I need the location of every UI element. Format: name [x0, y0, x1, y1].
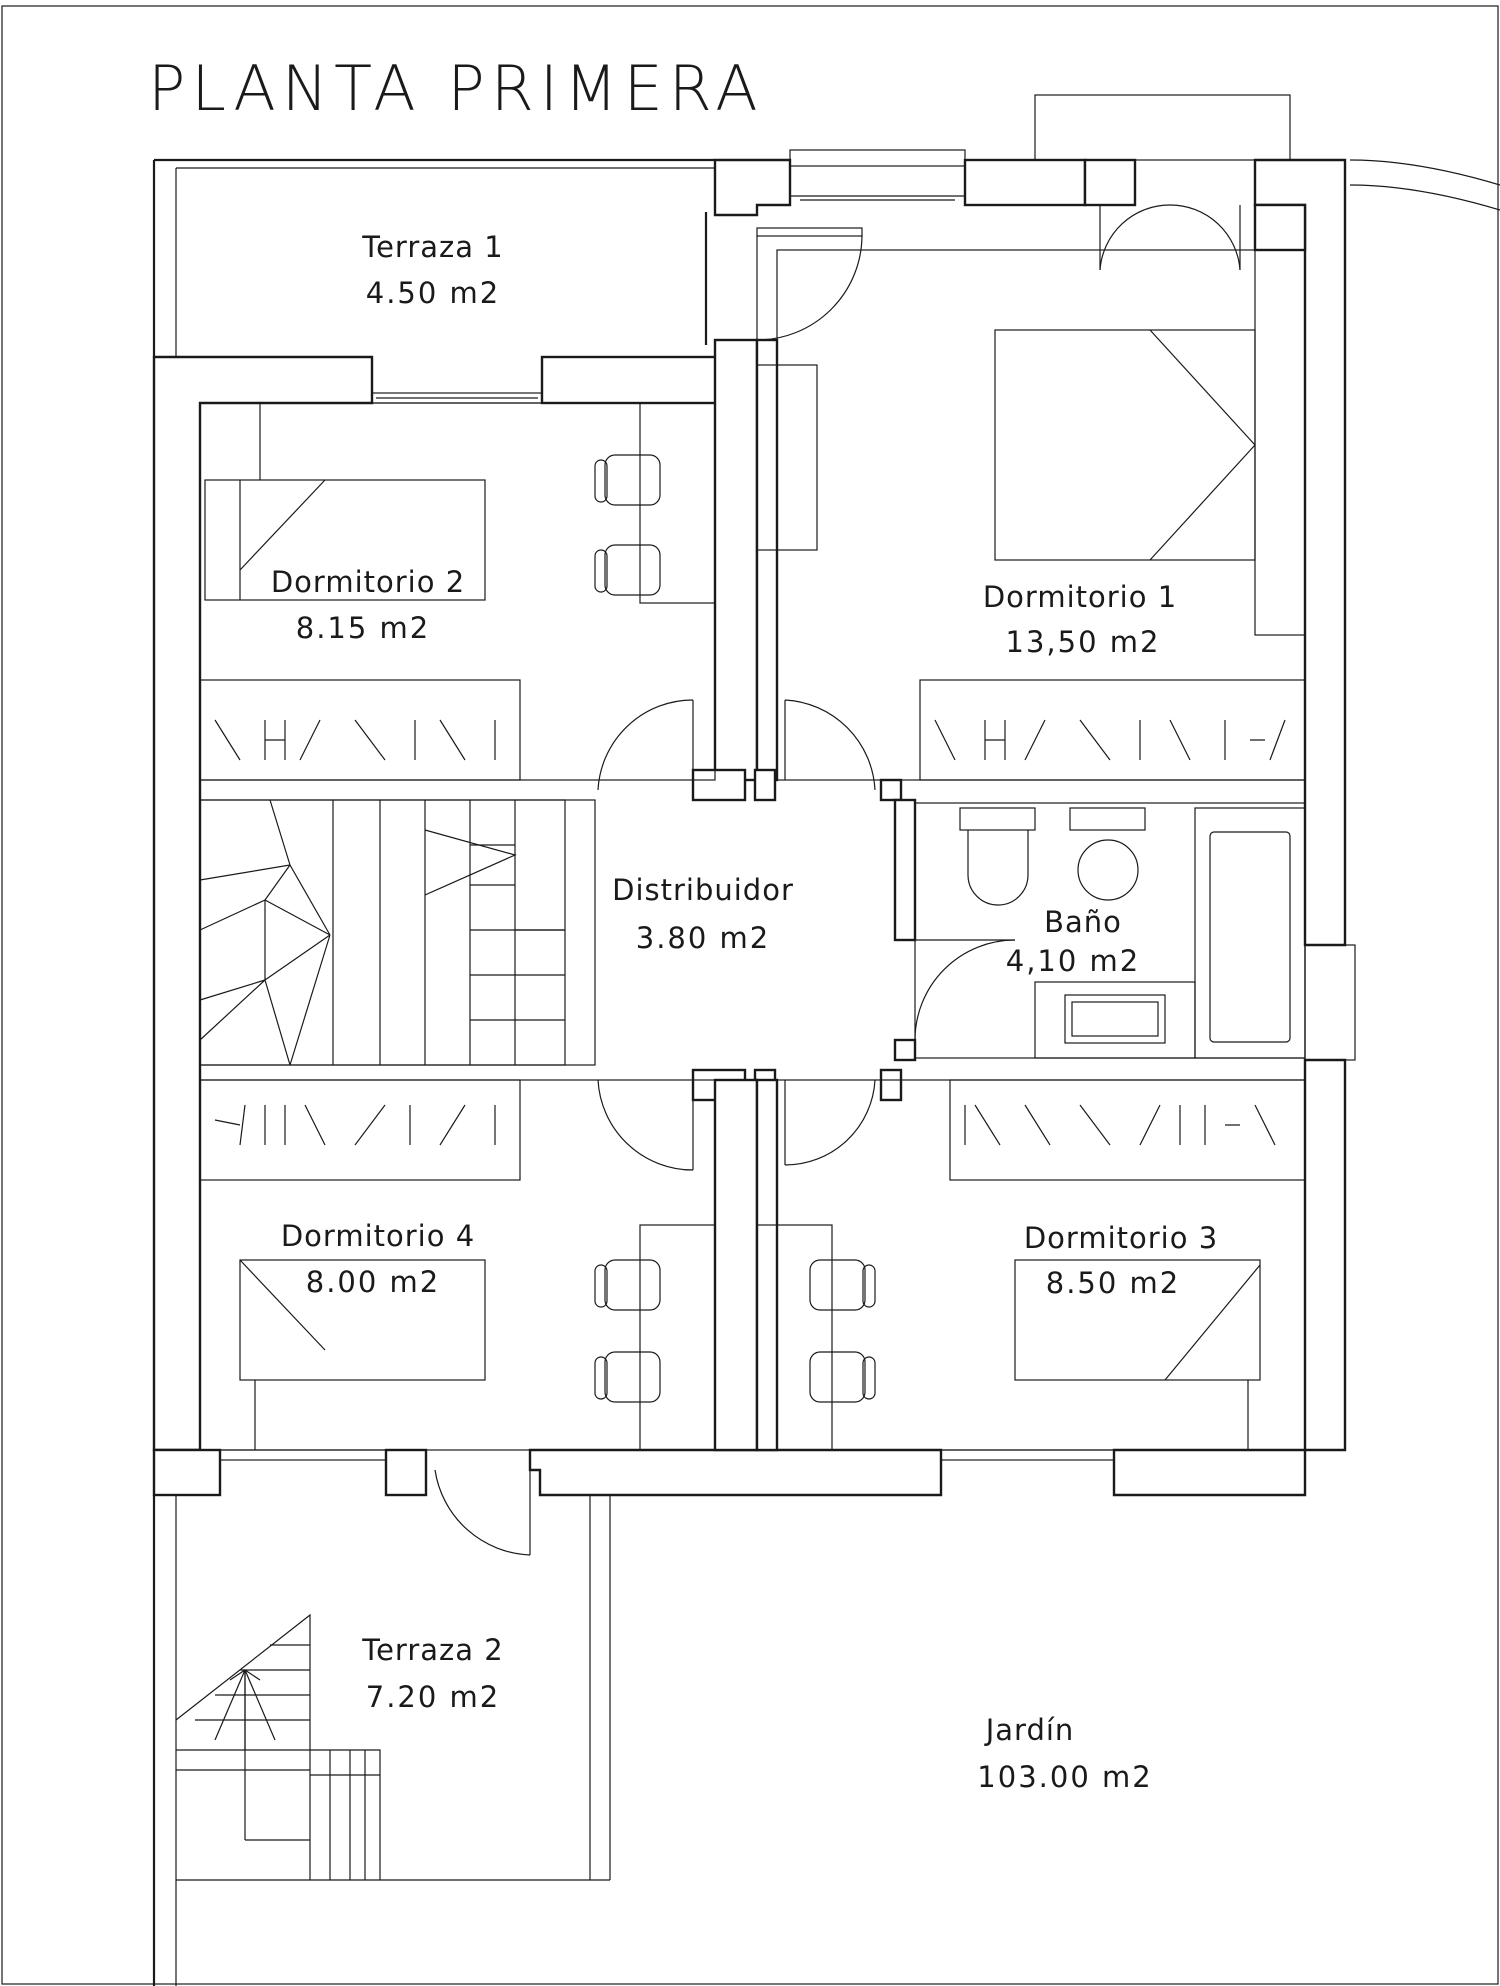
room-name: Dormitorio 2 — [271, 565, 465, 599]
room-label-jardin: Jardín 103.00 m2 — [977, 1713, 1152, 1794]
chairs-dormitorio-4 — [594, 1259, 661, 1403]
room-label-distribuidor: Distribuidor 3.80 m2 — [612, 873, 794, 955]
room-label-terraza-2: Terraza 2 7.20 m2 — [361, 1633, 503, 1714]
room-area: 4.50 m2 — [366, 276, 501, 310]
room-area: 8.50 m2 — [1046, 1266, 1181, 1300]
exterior-staircase — [175, 1613, 381, 1880]
chairs-dormitorio-2 — [594, 454, 661, 596]
wardrobe-dormitorio-4 — [199, 1079, 521, 1181]
room-label-terraza-1: Terraza 1 4.50 m2 — [361, 230, 503, 310]
terrace-2-outline — [152, 1494, 611, 1986]
room-area: 103.00 m2 — [977, 1760, 1152, 1794]
room-name: Terraza 2 — [361, 1633, 503, 1667]
staircase — [199, 799, 566, 1066]
wardrobe-dormitorio-2 — [199, 679, 521, 781]
room-area: 8.15 m2 — [296, 611, 431, 645]
room-label-dormitorio-1: Dormitorio 1 13,50 m2 — [983, 580, 1177, 659]
room-name: Baño — [1044, 905, 1122, 939]
room-label-dormitorio-4: Dormitorio 4 8.00 m2 — [281, 1219, 475, 1299]
room-label-bano: Baño 4,10 m2 — [1006, 905, 1141, 978]
bed-dormitorio-4 — [239, 1224, 716, 1451]
room-name: Dormitorio 1 — [983, 580, 1177, 614]
bathroom-fixtures — [959, 807, 1306, 1059]
room-area: 7.20 m2 — [366, 1680, 501, 1714]
room-label-dormitorio-2: Dormitorio 2 8.15 m2 — [271, 565, 465, 645]
exterior-walls — [152, 158, 1347, 1497]
room-name: Dormitorio 4 — [281, 1219, 475, 1253]
room-area: 8.00 m2 — [306, 1265, 441, 1299]
sheet-border — [1, 5, 1499, 1985]
room-area: 4,10 m2 — [1006, 944, 1141, 978]
terrace-1-outline — [152, 158, 715, 357]
room-name: Terraza 1 — [361, 230, 503, 264]
chairs-dormitorio-3 — [809, 1259, 876, 1403]
room-area: 13,50 m2 — [1006, 625, 1161, 659]
bed-dormitorio-3 — [756, 1224, 1261, 1451]
room-area: 3.80 m2 — [636, 921, 771, 955]
wardrobe-dormitorio-1 — [919, 679, 1306, 781]
bed-dormitorio-2 — [204, 402, 716, 604]
bed-dormitorio-1 — [756, 249, 1306, 636]
doors — [434, 204, 1241, 1556]
room-name: Dormitorio 3 — [1024, 1221, 1218, 1255]
plan-title: PLANTA PRIMERA — [148, 52, 764, 125]
room-name: Jardín — [984, 1713, 1075, 1747]
wardrobe-dormitorio-3 — [949, 1079, 1306, 1181]
room-label-dormitorio-3: Dormitorio 3 8.50 m2 — [1024, 1221, 1218, 1300]
room-name: Distribuidor — [612, 873, 794, 907]
